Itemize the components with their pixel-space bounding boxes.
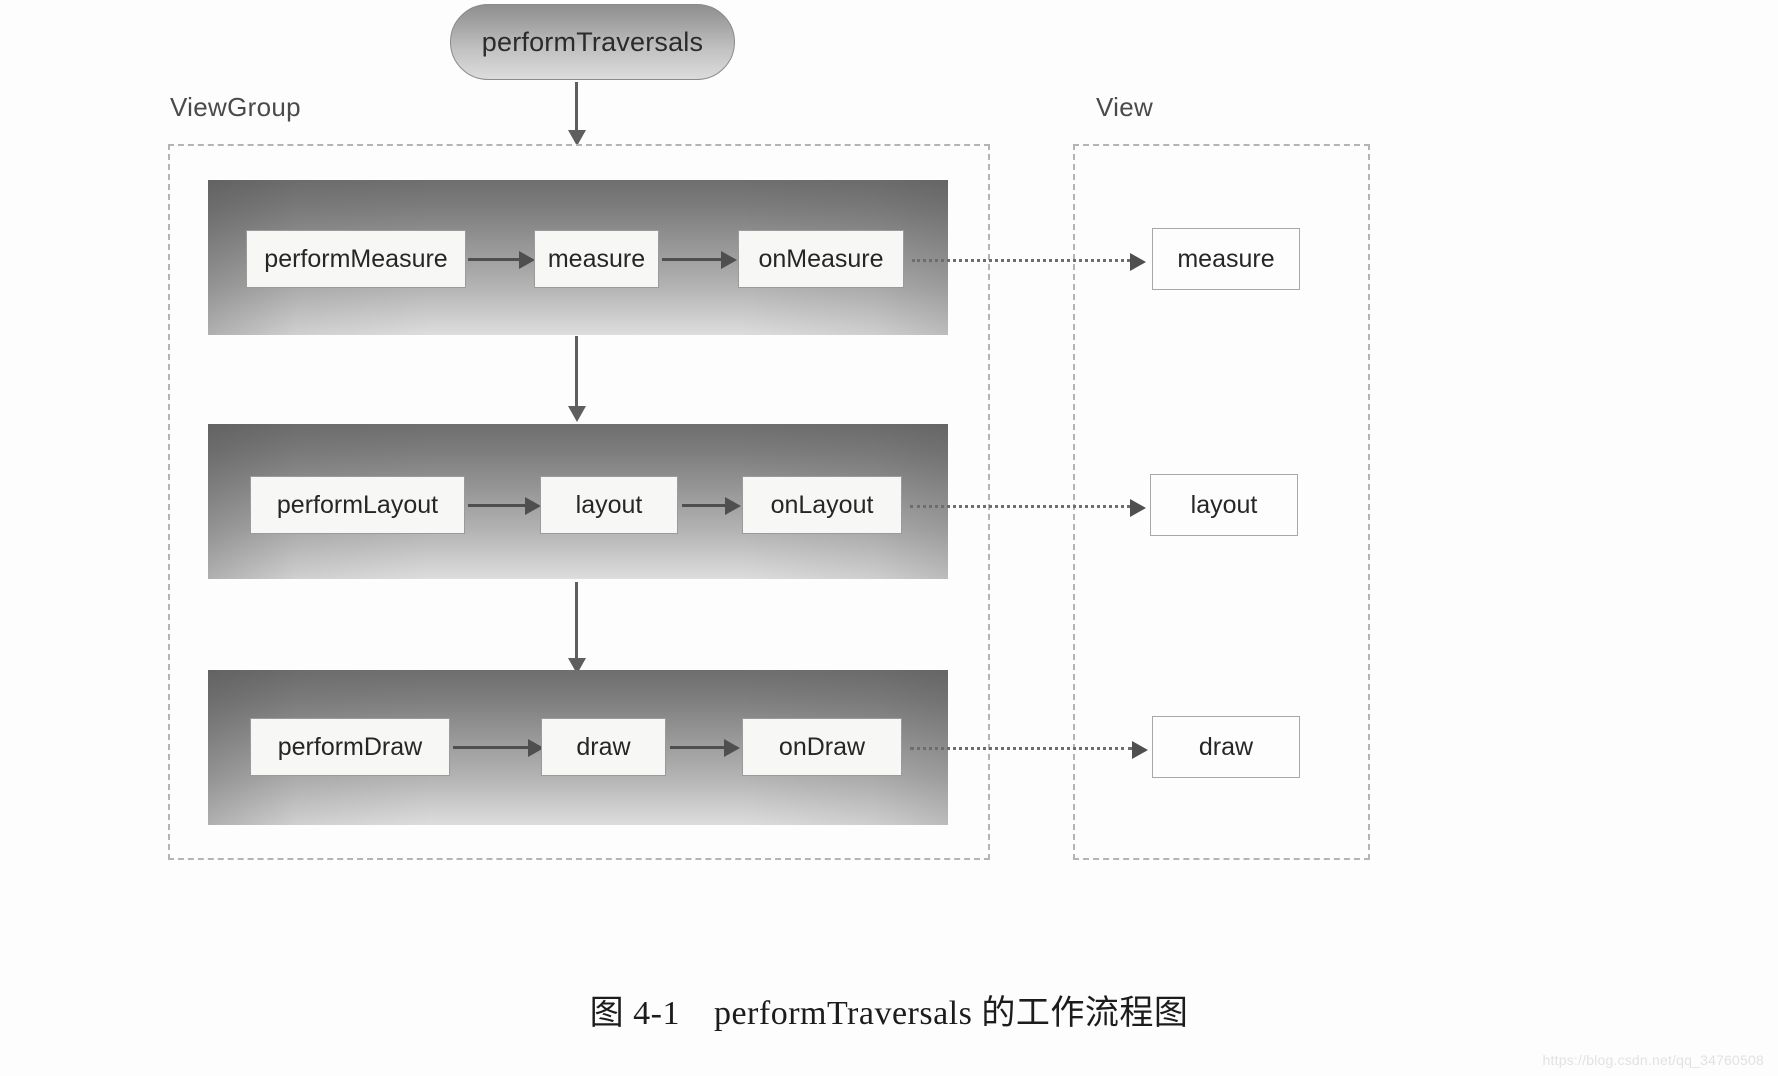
arrow-on-layout-to-view-layout xyxy=(910,499,1146,517)
view-step-box-draw: draw xyxy=(1152,716,1300,778)
group-label-viewgroup: ViewGroup xyxy=(170,92,301,122)
arrow-on-measure-to-view-measure xyxy=(912,253,1146,271)
step-box-perform-measure: performMeasure xyxy=(246,230,466,288)
step-box-on-measure: onMeasure xyxy=(738,230,904,288)
step-box-draw: draw xyxy=(541,718,666,776)
view-step-box-layout: layout xyxy=(1150,474,1298,536)
step-box-on-layout: onLayout xyxy=(742,476,902,534)
arrow-perform-draw-to-draw xyxy=(453,746,529,749)
arrow-measure-to-layout xyxy=(575,336,578,408)
arrow-perform-measure-to-measure xyxy=(468,258,520,261)
step-box-on-draw: onDraw xyxy=(742,718,902,776)
watermark-text: https://blog.csdn.net/qq_34760508 xyxy=(1542,1052,1764,1068)
step-box-measure: measure xyxy=(534,230,659,288)
arrow-start-to-viewgroup xyxy=(575,82,578,132)
figure-number: 图 4-1 xyxy=(589,995,680,1032)
step-box-perform-draw: performDraw xyxy=(250,718,450,776)
step-box-layout: layout xyxy=(540,476,678,534)
arrow-draw-to-on-draw xyxy=(670,746,725,749)
group-container-viewgroup xyxy=(168,144,990,860)
figure-caption: 图 4-1 performTraversals 的工作流程图 xyxy=(0,985,1778,1034)
arrow-layout-to-on-layout xyxy=(682,504,726,507)
group-container-view xyxy=(1073,144,1370,860)
figure-title: performTraversals 的工作流程图 xyxy=(713,995,1189,1032)
arrow-layout-to-draw xyxy=(575,582,578,660)
arrow-perform-layout-to-layout xyxy=(468,504,526,507)
start-node-perform-traversals: performTraversals xyxy=(450,4,735,80)
view-step-box-measure: measure xyxy=(1152,228,1300,290)
group-label-view: View xyxy=(1096,92,1154,122)
arrow-measure-to-on-measure xyxy=(662,258,722,261)
arrow-on-draw-to-view-draw xyxy=(910,741,1148,759)
step-box-perform-layout: performLayout xyxy=(250,476,465,534)
start-node-label: performTraversals xyxy=(481,26,704,57)
